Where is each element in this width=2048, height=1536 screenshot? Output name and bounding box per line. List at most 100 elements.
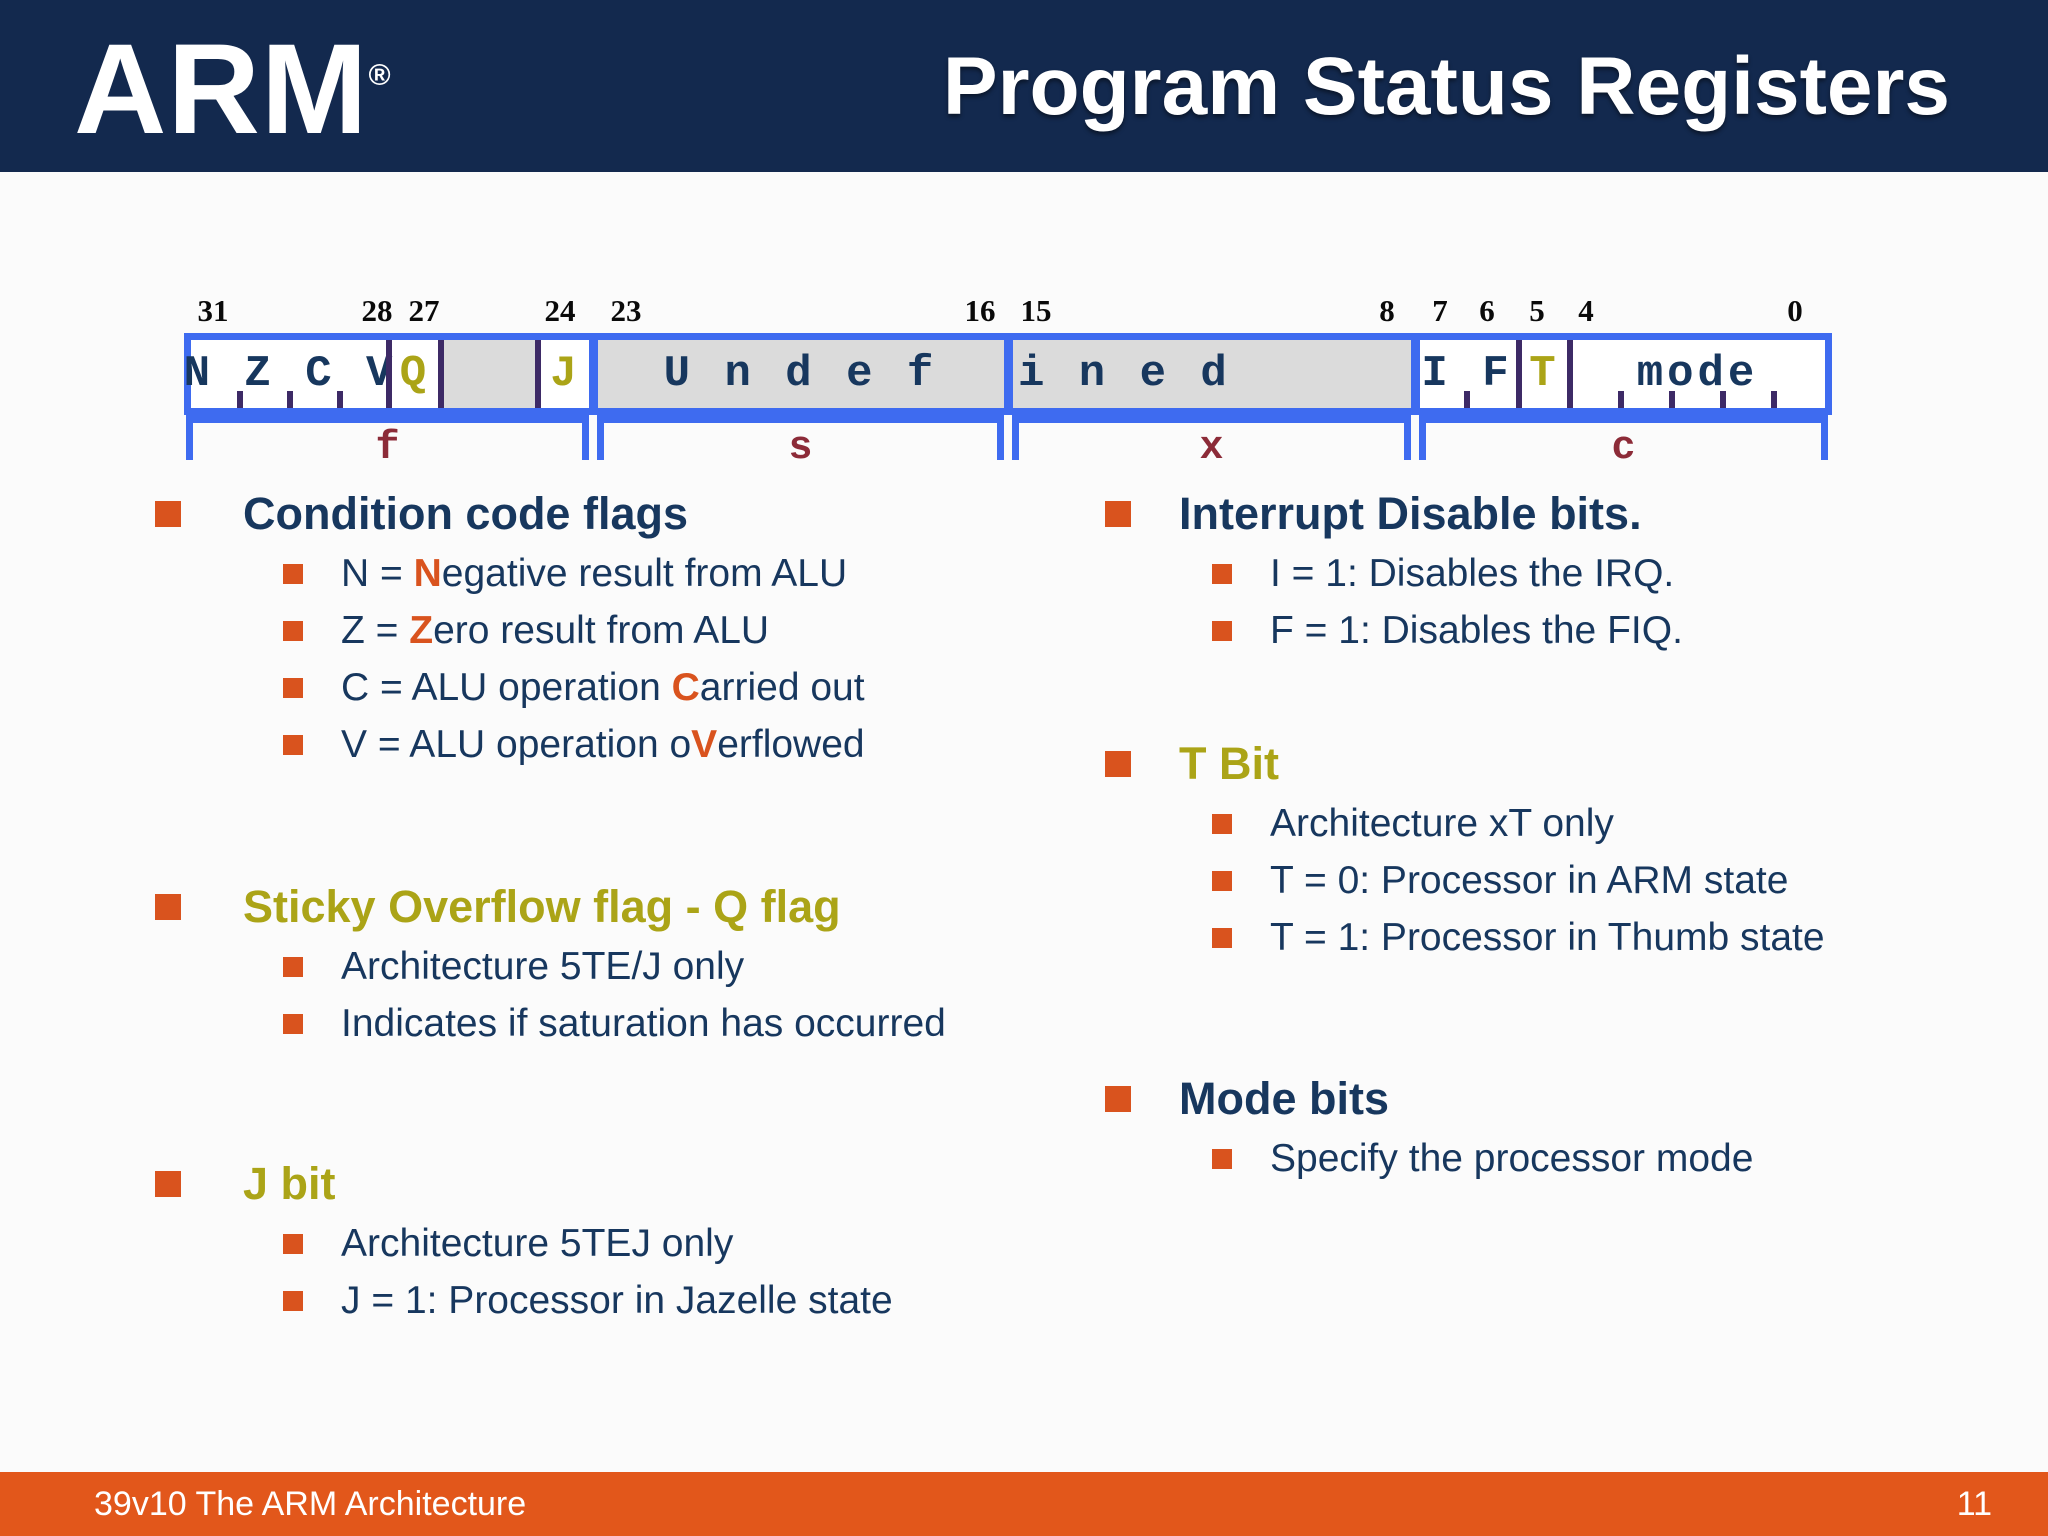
divider-t-mode: [1567, 340, 1573, 408]
bit-number-15: 15: [1020, 293, 1052, 328]
field-t: T: [1529, 349, 1560, 399]
bullet-square-icon: [155, 894, 181, 920]
bit-number-23: 23: [610, 293, 642, 328]
bullet-square-icon: [1105, 751, 1131, 777]
divider-unused-j: [535, 340, 541, 408]
bullet-square-icon: [283, 1013, 303, 1034]
bullet-square-icon: [1212, 927, 1232, 948]
section-interrupt-disable-bits: Interrupt Disable bits. I = 1: Disables …: [1105, 483, 1683, 659]
field-undefined-right: i n e d: [1008, 340, 1415, 408]
bit-number-31: 31: [197, 293, 229, 328]
field-label-s: s: [788, 426, 813, 471]
bullet-square-icon: [1212, 870, 1232, 891]
item-text: Indicates if saturation has occurred: [341, 1001, 946, 1045]
heading-text: Sticky Overflow flag - Q flag: [243, 881, 841, 932]
item-text: Architecture 5TEJ only: [341, 1221, 734, 1265]
heading-text: Mode bits: [1179, 1073, 1389, 1124]
bullet-item: Specify the processor mode: [1105, 1130, 1753, 1187]
section-heading: J bit: [155, 1153, 893, 1215]
item-text: Architecture xT only: [1270, 801, 1614, 845]
bit-tick: [1669, 391, 1675, 408]
slide-title: Program Status Registers: [942, 41, 1950, 132]
bit-tick: [1771, 391, 1777, 408]
bullet-square-icon: [1212, 813, 1232, 834]
bullet-square-icon: [283, 677, 303, 698]
bit-tick: [1618, 391, 1624, 408]
item-text: N = Negative result from ALU: [341, 551, 848, 595]
item-text: Specify the processor mode: [1270, 1136, 1754, 1180]
footer-course-label: 39v10 The ARM Architecture: [94, 1484, 527, 1523]
bullet-square-icon: [283, 1290, 303, 1311]
bit-number-6: 6: [1479, 293, 1495, 328]
bullet-item: Architecture 5TEJ only: [155, 1215, 893, 1272]
item-text: V = ALU operation oVerflowed: [341, 722, 865, 766]
section-sticky-overflow-q-flag: Sticky Overflow flag - Q flag Architectu…: [155, 876, 946, 1052]
bullet-item: V = ALU operation oVerflowed: [155, 716, 865, 773]
item-text: C = ALU operation Carried out: [341, 665, 865, 709]
bullet-item: Architecture xT only: [1105, 795, 1825, 852]
field-label-c: c: [1611, 426, 1636, 471]
bullet-square-icon: [283, 563, 303, 584]
bracket-s: s: [597, 414, 1004, 469]
bullet-square-icon: [1105, 501, 1131, 527]
bit-number-24: 24: [544, 293, 576, 328]
item-text: J = 1: Processor in Jazelle state: [341, 1278, 893, 1322]
bullet-square-icon: [1212, 620, 1232, 641]
bit-tick: [1464, 391, 1470, 408]
arm-logo-text: ARM: [74, 18, 369, 161]
section-mode-bits: Mode bits Specify the processor mode: [1105, 1068, 1753, 1187]
item-text: T = 1: Processor in Thumb state: [1270, 915, 1825, 959]
bullet-item: T = 0: Processor in ARM state: [1105, 852, 1825, 909]
section-heading: Sticky Overflow flag - Q flag: [155, 876, 946, 938]
bracket-x: x: [1012, 414, 1411, 469]
heading-text: J bit: [243, 1158, 336, 1209]
divider-v-q: [386, 340, 392, 408]
bullet-square-icon: [283, 734, 303, 755]
heading-text: Condition code flags: [243, 488, 688, 539]
slide-header: ARM® Program Status Registers: [0, 0, 2048, 172]
bullet-item: F = 1: Disables the FIQ.: [1105, 602, 1683, 659]
field-q: Q: [399, 349, 431, 399]
bullet-item: I = 1: Disables the IRQ.: [1105, 545, 1683, 602]
bracket-f: f: [186, 414, 589, 469]
bracket-c: c: [1419, 414, 1828, 469]
bit-number-4: 4: [1578, 293, 1594, 328]
psr-register-diagram: 31 28 27 24 23 16 15 8 7 6 5 4 0 N Z C V…: [184, 293, 1832, 483]
item-text: I = 1: Disables the IRQ.: [1270, 551, 1675, 595]
item-text: Architecture 5TE/J only: [341, 944, 745, 988]
bit-tick: [287, 391, 293, 408]
bullet-item: Z = Zero result from ALU: [155, 602, 865, 659]
item-text: Z = Zero result from ALU: [341, 608, 770, 652]
section-condition-code-flags: Condition code flags N = Negative result…: [155, 483, 865, 773]
bullet-square-icon: [155, 1171, 181, 1197]
bullet-square-icon: [155, 501, 181, 527]
bullet-square-icon: [283, 1233, 303, 1254]
field-if: I F: [1415, 340, 1519, 408]
field-unused: [441, 340, 538, 408]
bullet-square-icon: [1212, 1148, 1232, 1169]
bullet-square-icon: [1105, 1086, 1131, 1112]
item-text: F = 1: Disables the FIQ.: [1270, 608, 1683, 652]
section-heading: Mode bits: [1105, 1068, 1753, 1130]
bit-number-27: 27: [408, 293, 440, 328]
item-text: T = 0: Processor in ARM state: [1270, 858, 1789, 902]
bullet-item: J = 1: Processor in Jazelle state: [155, 1272, 893, 1329]
bit-tick: [237, 391, 243, 408]
bullet-item: T = 1: Processor in Thumb state: [1105, 909, 1825, 966]
arm-logo: ARM®: [74, 26, 392, 154]
section-heading: Condition code flags: [155, 483, 865, 545]
heading-text: Interrupt Disable bits.: [1179, 488, 1642, 539]
divider-s-x: [1004, 340, 1013, 408]
divider-x-c: [1411, 340, 1420, 408]
bullet-item: C = ALU operation Carried out: [155, 659, 865, 716]
footer-page-number: 11: [1956, 1484, 1992, 1523]
heading-text: T Bit: [1179, 738, 1279, 789]
bit-number-5: 5: [1529, 293, 1545, 328]
field-undefined-left: U n d e f: [593, 340, 1008, 408]
divider-f-s: [589, 340, 598, 408]
field-j: J: [550, 349, 581, 399]
bullet-square-icon: [283, 956, 303, 977]
section-heading: T Bit: [1105, 733, 1825, 795]
field-mode: mode: [1570, 340, 1825, 408]
